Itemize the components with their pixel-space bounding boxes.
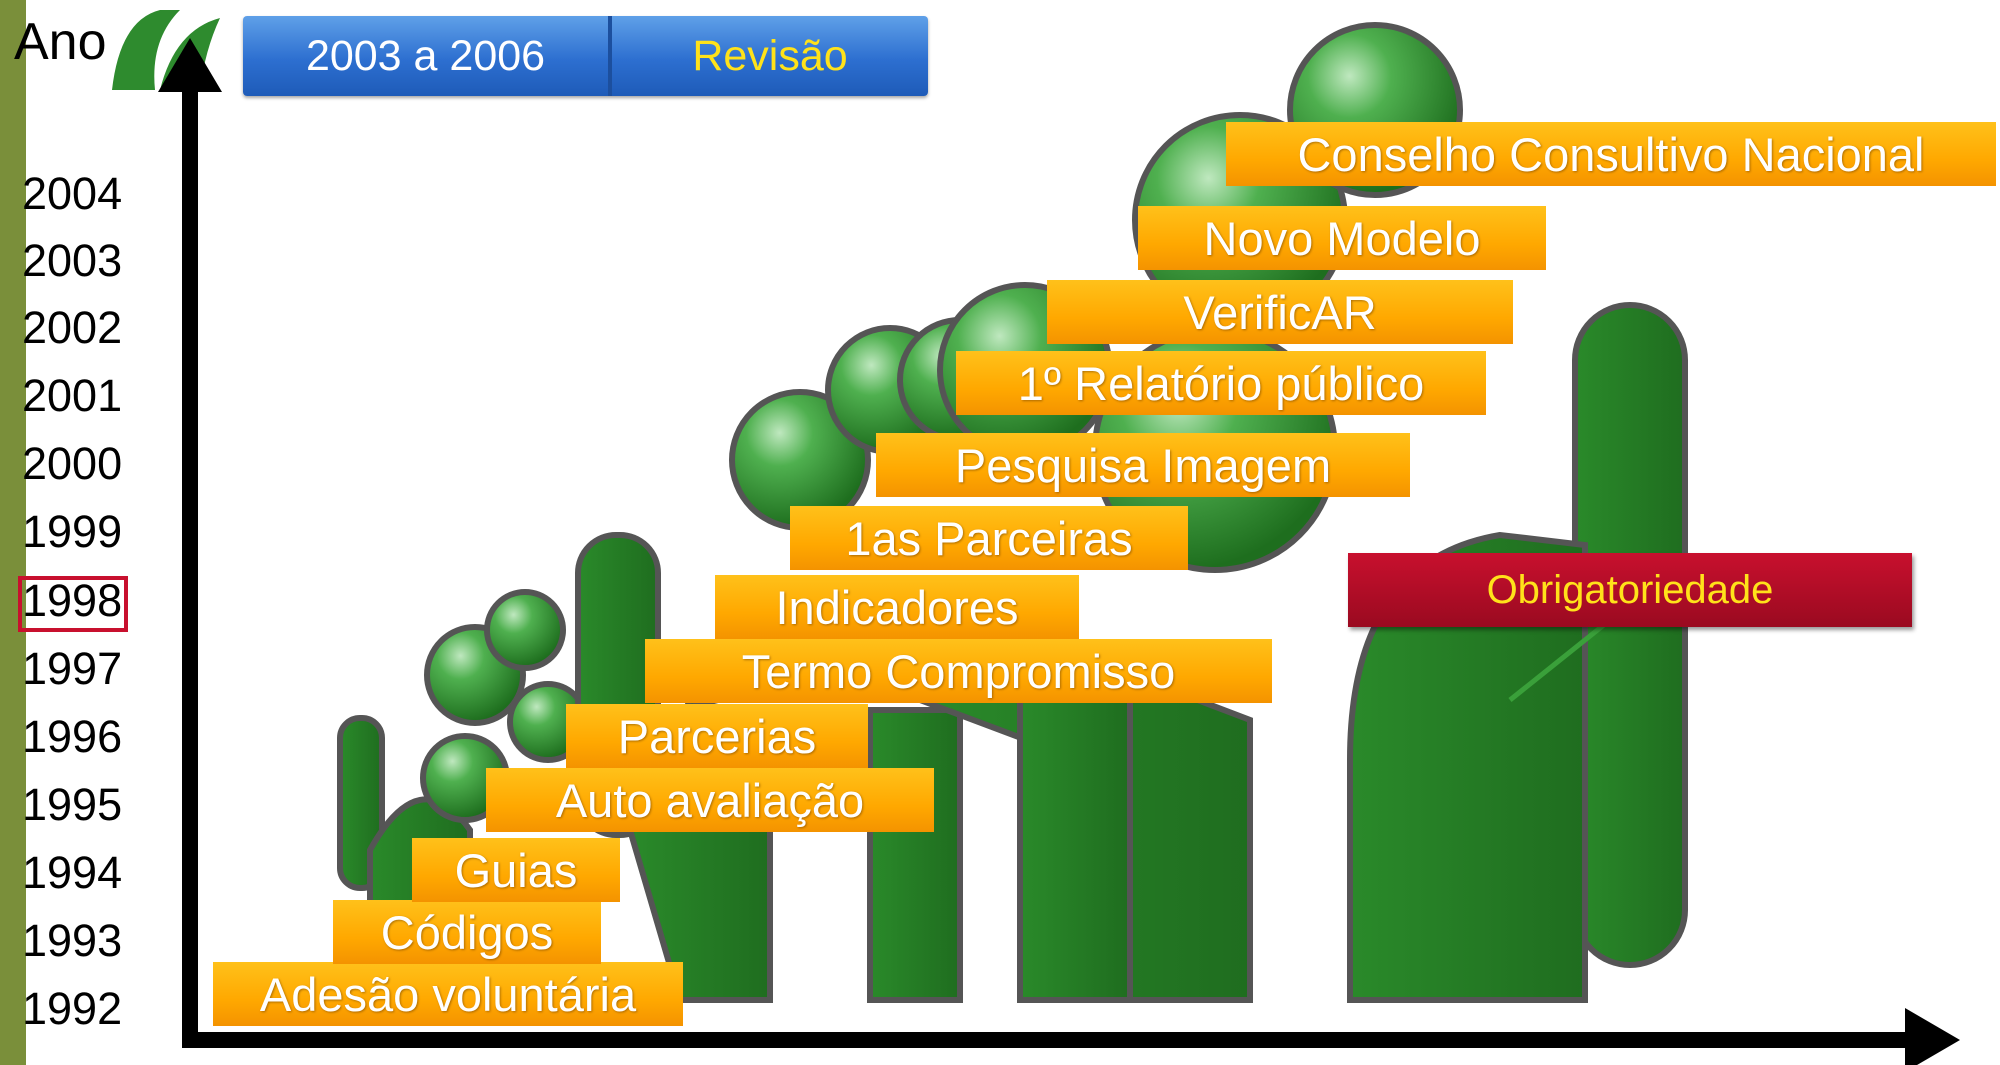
year-1992: 1992 <box>22 983 123 1034</box>
step-adesao-voluntaria: Adesão voluntária <box>213 962 683 1026</box>
header-period: 2003 a 2006 <box>305 31 546 80</box>
year-2001: 2001 <box>22 370 123 421</box>
step-termo-compromisso: Termo Compromisso <box>645 639 1272 703</box>
year-1999: 1999 <box>22 506 123 557</box>
step-pesquisa-imagem: Pesquisa Imagem <box>876 433 1410 497</box>
year-1998: 1998 <box>22 575 123 626</box>
header-bar <box>243 16 928 96</box>
step-indicadores: Indicadores <box>715 575 1079 639</box>
y-axis-label: Ano <box>14 13 107 71</box>
step-conselho-consultivo-nacional: Conselho Consultivo Nacional <box>1226 122 1996 186</box>
year-1995: 1995 <box>22 779 123 830</box>
year-2004: 2004 <box>22 168 123 219</box>
step-codigos: Códigos <box>333 900 601 964</box>
figure-right-hand <box>1347 302 1688 1003</box>
header-phase: Revisão <box>692 31 848 80</box>
year-1997: 1997 <box>22 643 123 694</box>
year-2000: 2000 <box>22 438 123 489</box>
year-1993: 1993 <box>22 915 123 966</box>
step-primeiras-parceiras: 1as Parceiras <box>790 506 1188 570</box>
mandatory-box: Obrigatoriedade <box>1348 553 1912 627</box>
year-1994: 1994 <box>22 847 123 898</box>
step-guias: Guias <box>412 838 620 902</box>
step-novo-modelo: Novo Modelo <box>1138 206 1546 270</box>
step-verificar: VerificAR <box>1047 280 1513 344</box>
step-primeiro-relatorio-publico: 1º Relatório público <box>956 351 1486 415</box>
axes <box>158 38 1960 1065</box>
year-1996: 1996 <box>22 711 123 762</box>
year-2002: 2002 <box>22 302 123 353</box>
header-divider <box>608 16 612 96</box>
side-stripe <box>0 0 26 1065</box>
step-auto-avaliacao: Auto avaliação <box>486 768 934 832</box>
highlighted-year-box <box>18 576 128 632</box>
step-parcerias: Parcerias <box>566 704 868 768</box>
year-2003: 2003 <box>22 235 123 286</box>
